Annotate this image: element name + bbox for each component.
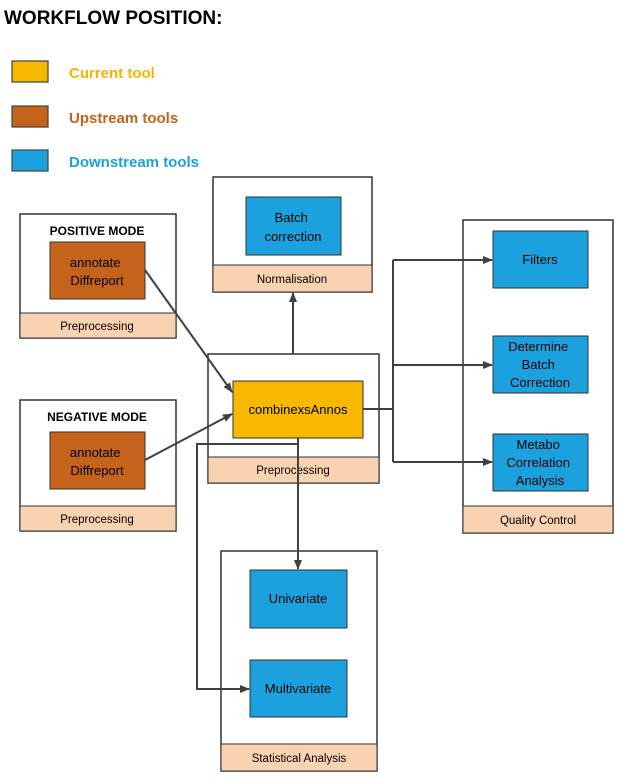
group-statistical-band <box>220 743 378 772</box>
group-negative-band <box>19 505 177 532</box>
group-positive-mode: POSITIVE MODE Preprocessing annotate Dif… <box>19 213 177 339</box>
batch-correction-line-1: Batch <box>275 210 308 225</box>
metabo-line-3: Analysis <box>516 473 565 488</box>
legend: Current tool Upstream tools Downstream t… <box>11 60 199 172</box>
group-statistical-category: Statistical Analysis <box>252 753 347 765</box>
group-current-category: Preprocessing <box>256 465 330 477</box>
negative-tool-line-1: annotate <box>70 445 121 460</box>
filters-tool-label: Filters <box>522 252 558 267</box>
metabo-line-1: Metabo <box>517 437 560 452</box>
group-negative-heading: NEGATIVE MODE <box>47 410 147 424</box>
group-statistical-analysis: Statistical Analysis Univariate Multivar… <box>220 550 378 772</box>
batch-correction-tool-label: Batch correction <box>264 210 321 244</box>
arrow-current-to-multivariate <box>196 438 299 693</box>
univariate-tool <box>249 569 348 629</box>
metabo-line-2: Correlation <box>506 455 570 470</box>
group-negative-category: Preprocessing <box>60 514 134 526</box>
determine-batch-correction-tool <box>492 335 589 394</box>
negative-annotate-tool <box>49 431 146 490</box>
combinexsannos-tool <box>232 380 364 439</box>
group-positive-category: Preprocessing <box>60 321 134 333</box>
batch-correction-tool <box>245 196 342 256</box>
metabo-correlation-analysis-label: Metabo Correlation Analysis <box>506 437 573 488</box>
group-positive-heading: POSITIVE MODE <box>50 224 145 238</box>
negative-annotate-tool-label: annotate Diffreport <box>70 445 124 478</box>
group-normalisation-band <box>212 264 373 293</box>
group-positive-band <box>19 312 177 339</box>
group-current-band <box>207 456 380 484</box>
multivariate-tool <box>249 659 348 718</box>
univariate-tool-label: Univariate <box>269 591 328 606</box>
determine-line-3: Correction <box>510 375 570 390</box>
arrow-positive-to-current <box>144 269 233 393</box>
determine-batch-correction-label: Determine Batch Correction <box>508 339 572 390</box>
batch-correction-line-2: correction <box>264 229 321 244</box>
determine-line-2: Batch <box>522 357 555 372</box>
legend-swatch-current <box>11 60 49 83</box>
positive-annotate-tool-label: annotate Diffreport <box>70 255 124 288</box>
group-quality-category: Quality Control <box>500 515 576 527</box>
legend-label-upstream: Upstream tools <box>69 110 178 127</box>
legend-swatch-upstream <box>11 105 49 128</box>
group-normalisation: Normalisation Batch correction <box>212 176 373 293</box>
legend-swatch-downstream <box>11 149 49 172</box>
group-quality-control: Quality Control Filters Determine Batch … <box>462 219 614 534</box>
legend-label-downstream: Downstream tools <box>69 154 199 171</box>
group-negative-mode: NEGATIVE MODE Preprocessing annotate Dif… <box>19 399 177 532</box>
multivariate-tool-label: Multivariate <box>265 681 331 696</box>
connectors <box>144 256 493 693</box>
combinexsannos-tool-label: combinexsAnnos <box>249 402 348 417</box>
negative-tool-line-2: Diffreport <box>70 463 124 478</box>
group-quality-band <box>462 505 614 534</box>
determine-line-1: Determine <box>508 339 568 354</box>
legend-label-current: Current tool <box>69 65 155 82</box>
group-normalisation-category: Normalisation <box>257 274 327 286</box>
page-title: WORKFLOW POSITION: <box>4 8 222 29</box>
positive-tool-line-1: annotate <box>70 255 121 270</box>
group-current: Preprocessing combinexsAnnos <box>207 353 380 484</box>
metabo-correlation-analysis-tool <box>492 433 589 492</box>
filters-tool <box>492 230 589 289</box>
positive-tool-line-2: Diffreport <box>70 273 124 288</box>
arrow-negative-to-current <box>144 413 233 461</box>
positive-annotate-tool <box>49 241 146 300</box>
